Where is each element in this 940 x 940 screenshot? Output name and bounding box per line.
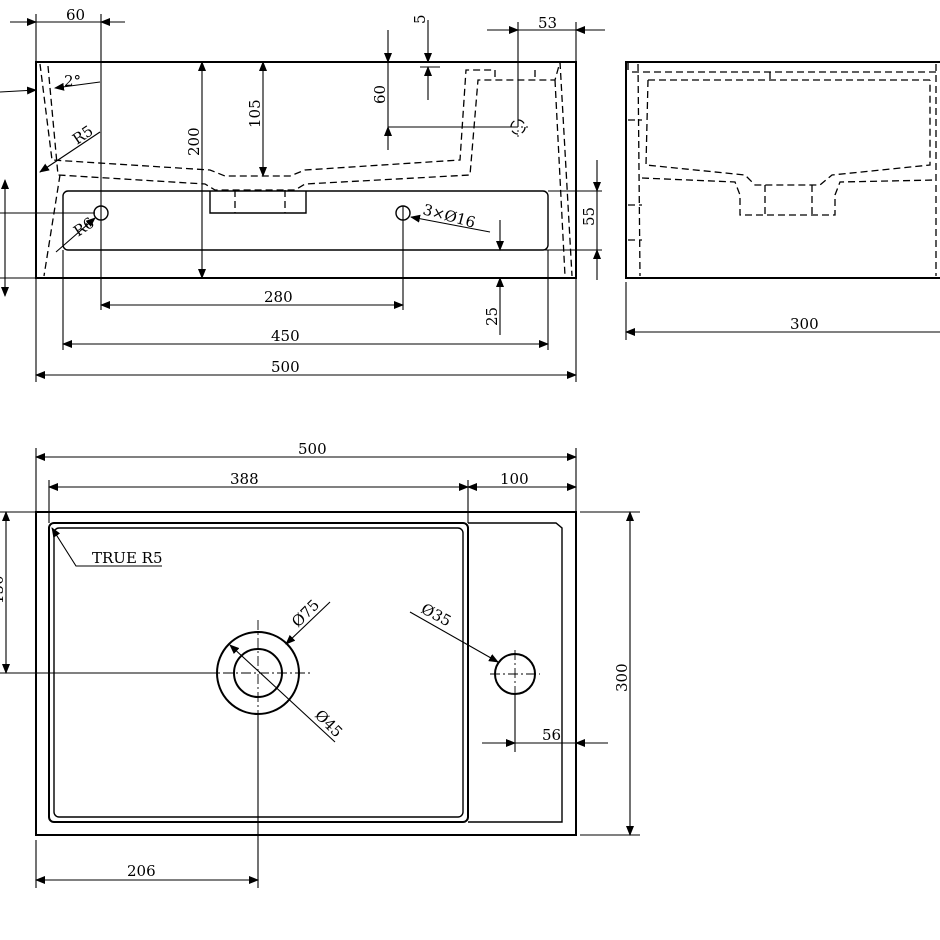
dim-388: 388 [230, 470, 259, 488]
dim-200: 200 [185, 127, 203, 156]
dim-true-r5: TRUE R5 [92, 549, 163, 567]
dim-450: 450 [271, 327, 300, 345]
dim-105: 105 [246, 99, 264, 128]
top-view: 500 388 100 TRUE R5 150 Ø75 Ø45 Ø35 56 3… [0, 440, 640, 888]
dim-d75: Ø75 [288, 596, 323, 631]
dim-53: 53 [538, 14, 557, 32]
side-view: 300 [625, 61, 940, 340]
side-hidden-lines [628, 63, 937, 277]
dim-500-front: 500 [271, 358, 300, 376]
front-view: 60 5 53 2° R5 R6 3×Ø16 200 105 60 [0, 6, 605, 382]
dim-500-top: 500 [298, 440, 327, 458]
dim-holes: 3×Ø16 [421, 200, 477, 231]
dim-d45: Ø45 [311, 706, 346, 741]
dim-60-tap: 60 [371, 85, 389, 104]
dim-280: 280 [264, 288, 293, 306]
dim-d35: Ø35 [418, 600, 454, 631]
side-body-outline [625, 61, 940, 279]
dim-60-left: 60 [66, 6, 85, 24]
dim-r5: R5 [69, 122, 96, 149]
dim-100: 100 [500, 470, 529, 488]
dim-55: 55 [580, 207, 598, 226]
dim-300-top: 300 [613, 663, 631, 692]
dim-angle: 2° [64, 72, 81, 90]
dim-56: 56 [542, 726, 561, 744]
dim-25: 25 [483, 307, 501, 326]
dim-5: 5 [411, 14, 429, 24]
dim-150: 150 [0, 575, 7, 604]
tap-hole-hidden [510, 119, 526, 135]
hidden-basin-lines [39, 61, 573, 277]
drain-outlet [209, 191, 307, 214]
tap-deck [468, 522, 563, 823]
dim-300-side: 300 [790, 315, 819, 333]
dim-206: 206 [127, 862, 156, 880]
